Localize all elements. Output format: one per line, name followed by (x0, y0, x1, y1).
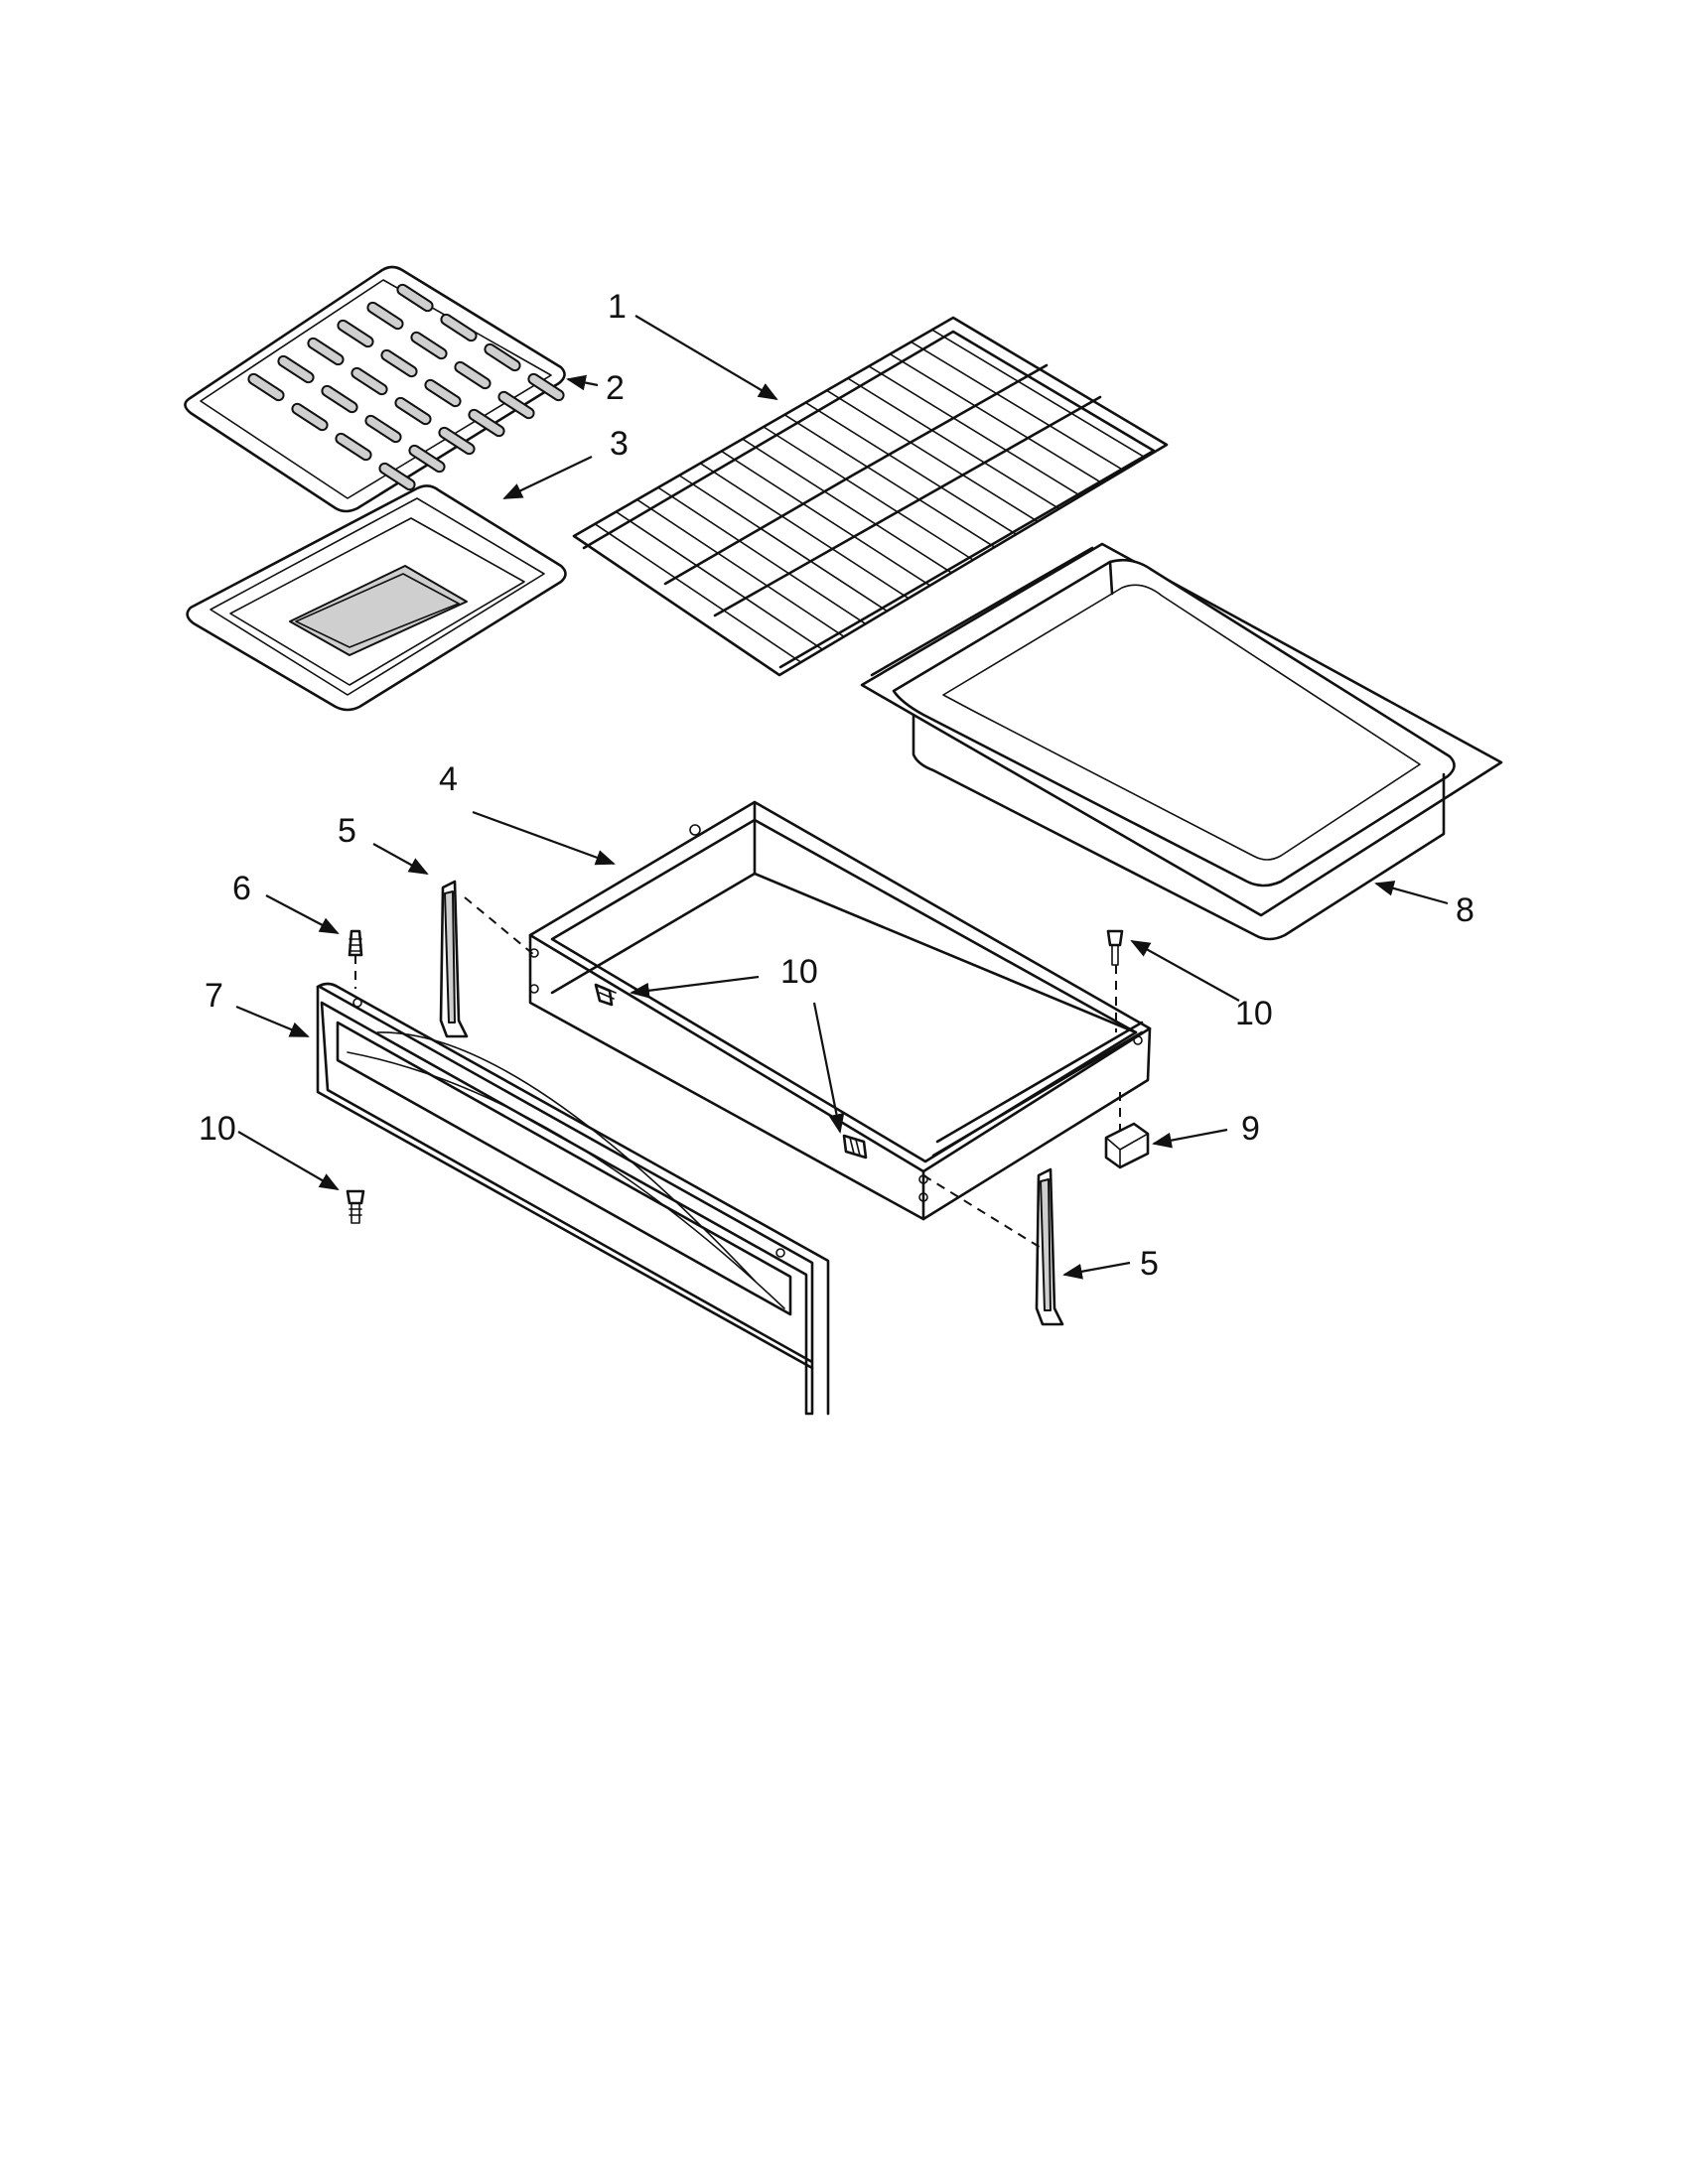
callout-3: 3 (610, 425, 629, 463)
screw-6 (348, 929, 363, 957)
rack-wire (699, 462, 910, 600)
drawer-front-panel (316, 982, 830, 1416)
grid-slot (247, 372, 285, 402)
callout-1: 1 (608, 288, 627, 326)
grid-slot (484, 342, 521, 372)
rack-wire (615, 510, 824, 651)
screw-10-drawer-left (594, 983, 617, 1007)
grid-slot (424, 378, 462, 408)
grid-slot (438, 426, 476, 456)
grid-slot (307, 337, 345, 366)
grid-slot (335, 432, 372, 462)
grid-slot (291, 402, 329, 432)
grid-slot (337, 319, 374, 348)
callout-4: 4 (439, 760, 458, 798)
oven-rack (572, 316, 1169, 677)
assembly-line-right (922, 1174, 1044, 1250)
slide-right (1035, 1167, 1064, 1326)
rack-wire (825, 389, 1039, 523)
rack-wire (889, 352, 1103, 484)
grid-slot (497, 390, 535, 420)
rack-wire (594, 522, 802, 663)
grid-slot (468, 408, 505, 438)
grid-slots (247, 283, 565, 491)
screw-10-right (1106, 929, 1124, 966)
rack-wire (741, 438, 953, 574)
grid-slot (396, 283, 434, 313)
grid-slot (321, 384, 358, 414)
slide-left (439, 880, 469, 1038)
callout-6: 6 (232, 870, 251, 907)
grid-slot (364, 414, 402, 444)
broiler-grid (184, 265, 566, 513)
leader-lines (235, 315, 1449, 1280)
rack-wire (783, 413, 996, 548)
grid-slot (527, 372, 565, 402)
callout-8: 8 (1456, 891, 1474, 929)
rack-wires (594, 329, 1147, 663)
grid-slot (440, 313, 478, 342)
callout-10-right: 10 (1235, 995, 1273, 1032)
assembly-line-left (464, 896, 535, 956)
rack-wire (930, 329, 1147, 459)
screw-10-drawer-center (842, 1134, 868, 1160)
broiler-pan (186, 484, 567, 712)
rack-wire (804, 401, 1018, 536)
grid-slot (277, 354, 315, 384)
grid-slot (380, 348, 418, 378)
callout-10-drawer: 10 (780, 953, 818, 991)
grid-slot (410, 331, 448, 360)
rack-wire (763, 426, 974, 561)
rack-wire (657, 486, 867, 625)
rack-wire (720, 450, 931, 587)
drawer-body (528, 800, 1152, 1221)
callout-10-front: 10 (199, 1110, 236, 1148)
rack-wire (635, 498, 845, 638)
callout-5-right: 5 (1140, 1245, 1159, 1283)
rack-wire (678, 475, 889, 613)
screw-10-front (346, 1189, 365, 1224)
grid-slot (394, 396, 432, 426)
clip-9 (1104, 1122, 1150, 1169)
callout-7: 7 (205, 977, 223, 1015)
grid-slot (351, 366, 388, 396)
drawer-liner (860, 542, 1503, 941)
rack-wire (910, 341, 1125, 472)
callout-9: 9 (1241, 1110, 1260, 1148)
grid-slot (454, 360, 491, 390)
callout-2: 2 (606, 369, 625, 407)
callout-5-left: 5 (338, 812, 356, 850)
grid-slot (366, 301, 404, 331)
rack-wire (868, 365, 1082, 497)
grid-slot (408, 444, 446, 474)
grid-slot (378, 462, 416, 491)
rack-wire (847, 377, 1060, 510)
